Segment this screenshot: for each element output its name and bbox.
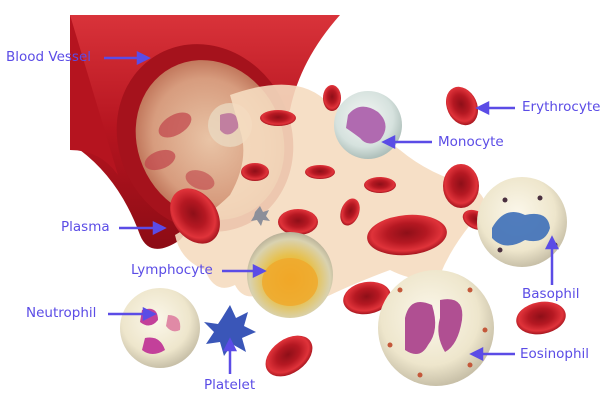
label-neutrophil: Neutrophil xyxy=(26,305,96,321)
monocyte-cell xyxy=(334,91,402,159)
label-platelet: Platelet xyxy=(204,377,255,393)
label-erythrocyte: Erythrocyte xyxy=(522,99,600,115)
label-blood-vessel: Blood Vessel xyxy=(6,49,91,65)
label-lymphocyte: Lymphocyte xyxy=(131,262,213,278)
basophil-cell xyxy=(477,177,567,267)
eosinophil-cell xyxy=(378,270,494,386)
neutrophil-cell xyxy=(120,288,200,368)
label-monocyte: Monocyte xyxy=(438,134,504,150)
label-basophil: Basophil xyxy=(522,286,579,302)
lymphocyte-cell xyxy=(247,232,333,318)
label-plasma: Plasma xyxy=(61,219,110,235)
label-eosinophil: Eosinophil xyxy=(520,346,589,362)
